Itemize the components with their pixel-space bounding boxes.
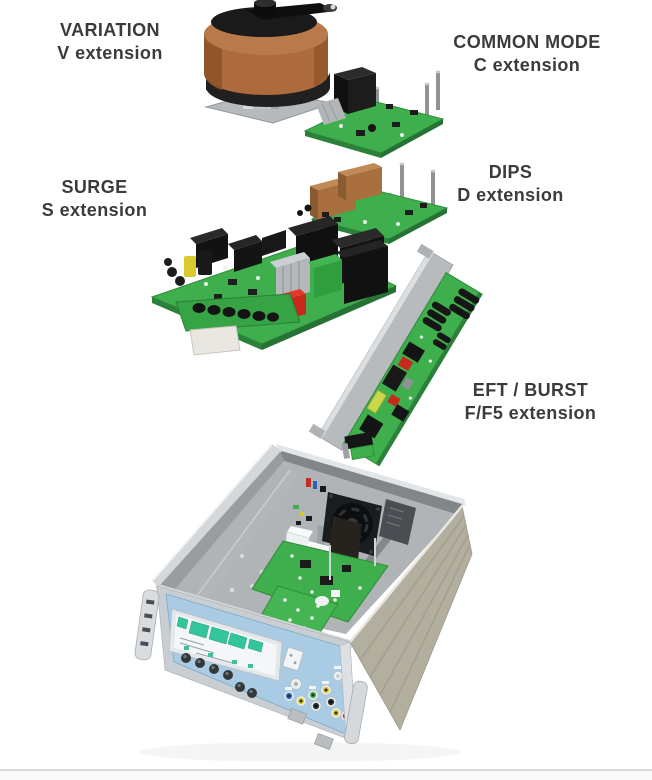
interior-pcb-main <box>251 540 389 623</box>
side-panel-ribbed <box>349 505 473 731</box>
divider-wall <box>193 470 300 606</box>
dips-label: DIPS D extension <box>428 161 593 207</box>
surge-label-subtitle: S extension <box>41 200 148 220</box>
bottom-tabs <box>287 707 334 750</box>
capacitor-row <box>192 303 279 322</box>
variation-label: VARIATION V extension <box>25 19 195 65</box>
variation-label-subtitle: V extension <box>57 43 163 63</box>
variation-variac-illustration <box>204 0 337 124</box>
dips-label-title: DIPS <box>488 162 533 182</box>
left-handle <box>134 589 160 661</box>
front-display <box>168 608 283 682</box>
chassis-illustration <box>134 443 473 762</box>
common-mode-pcb-illustration <box>303 67 445 158</box>
front-panel-knobs <box>181 653 257 698</box>
variation-label-title: VARIATION <box>60 20 160 40</box>
mains-outlet <box>282 647 304 671</box>
eft-burst-label: EFT / BURST F/F5 extension <box>438 379 623 425</box>
psu-block <box>379 499 416 545</box>
common-mode-label-title: COMMON MODE <box>453 32 601 52</box>
floating-module-illustration <box>341 431 375 461</box>
surge-label: SURGE S extension <box>12 176 177 222</box>
dips-label-subtitle: D extension <box>457 185 564 205</box>
surge-label-title: SURGE <box>61 177 128 197</box>
page-bottom-divider <box>0 769 652 780</box>
surge-pcb-illustration <box>150 216 398 356</box>
common-mode-label: COMMON MODE C extension <box>422 31 632 77</box>
front-panel <box>134 583 368 750</box>
eft-burst-label-subtitle: F/F5 extension <box>464 403 597 423</box>
common-mode-label-subtitle: C extension <box>473 55 581 75</box>
eft-burst-board-illustration <box>308 243 483 467</box>
capacitor-cluster <box>422 288 480 350</box>
connector-jacks <box>283 666 352 722</box>
eft-burst-label-title: EFT / BURST <box>472 380 589 400</box>
right-handle <box>344 680 368 745</box>
